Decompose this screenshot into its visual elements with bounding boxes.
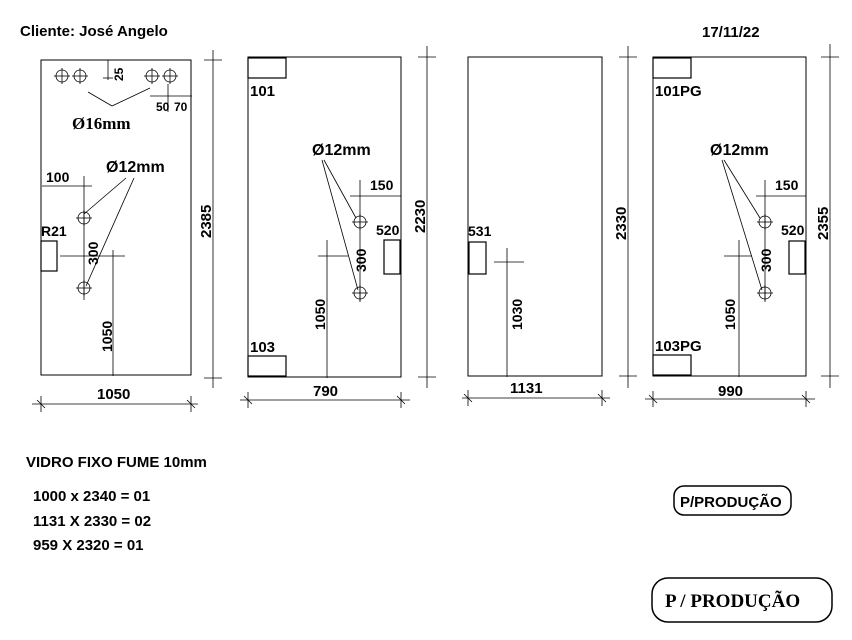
panel-4-bottom-hinge-label: 103PG [655,338,702,355]
notes-line-2: 1131 X 2330 = 02 [33,513,151,530]
panel-3-total-height: 2330 [613,207,630,240]
production-stamp-large: P / PRODUÇÃO [651,577,833,623]
panel-1-top-holes [54,60,192,112]
panel-1-offset-a: 50 [156,100,170,114]
panel-1-hole-spacing-vertical: 300 [85,241,101,265]
panel-2-height-dimension: 1050 [312,299,328,330]
panel-4-height-dimension: 1050 [722,299,738,330]
panel-3-width: 1131 [510,380,543,397]
panel-4-bottom-hinge-cutout [652,354,692,376]
panel-2-outline [247,56,402,378]
panel-4-lock-label: 520 [781,222,805,238]
panel-3-lock-label: 531 [468,223,492,239]
notes-line-3: 959 X 2320 = 01 [33,537,144,554]
panel-4-lock-cutout [788,240,806,275]
panel-1-outline [40,59,192,376]
production-stamp-small-text: P/PRODUÇÃO [680,493,782,511]
panel-4: 101PG 103PG Ø12mm 150 300 520 1050 990 2… [645,44,839,407]
panel-1-total-height: 2385 [198,205,215,238]
panel-4-hole-spacing-vertical: 300 [758,248,774,272]
panel-4-edge-distance: 150 [775,177,799,193]
notes-line-1: 1000 x 2340 = 01 [33,488,150,505]
panel-2-hole-spacing-vertical: 300 [353,248,369,272]
panel-2-top-hinge-label: 101 [250,83,275,100]
panel-1-lock-cutout [40,240,58,272]
drawing-date: 17/11/22 [702,24,760,41]
panel-1-hole-spacing: 25 [112,67,126,81]
panel-1-small-hole-label: Ø12mm [106,159,165,176]
panel-2-lock-cutout [383,239,401,275]
panel-2-hole-label: Ø12mm [312,142,371,159]
panel-2: 101 103 Ø12mm 150 300 520 1050 790 2230 [240,46,436,408]
panel-2-total-height: 2230 [412,200,429,233]
panel-4-top-hinge-cutout [652,57,692,79]
panel-3-height-dimension: 1030 [509,299,525,330]
panel-2-bottom-hinge-cutout [247,355,287,377]
production-stamp-small: P/PRODUÇÃO [673,485,792,516]
panel-1-glass-holes [42,176,125,376]
panel-1-offset-b: 70 [174,100,188,114]
panel-4-total-height: 2355 [815,207,832,240]
panel-3: 531 1030 1131 2330 [462,46,637,406]
panel-3-lock-cutout [468,241,487,275]
production-stamp-large-text: P / PRODUÇÃO [665,590,800,612]
panel-3-outline [467,56,603,377]
panel-1: 25 50 70 Ø16mm Ø12mm 100 300 R21 1050 [32,50,222,412]
panel-2-width: 790 [313,383,338,400]
client-name: Cliente: José Angelo [20,23,168,40]
panel-4-top-hinge-label: 101PG [655,83,702,100]
panel-1-big-hole-label: Ø16mm [72,114,131,133]
panel-1-edge-distance: 100 [46,169,70,185]
notes-heading: VIDRO FIXO FUME 10mm [26,454,207,471]
panel-2-bottom-hinge-label: 103 [250,339,275,356]
panel-1-lock-label: R21 [41,223,67,239]
panel-1-width: 1050 [97,386,130,403]
panel-4-glass-holes [724,180,806,377]
panel-2-top-hinge-cutout [247,57,287,79]
panel-4-outline [652,56,807,377]
panel-2-glass-holes [318,180,401,378]
panel-2-edge-distance: 150 [370,177,394,193]
panel-1-height-dimension: 1050 [99,321,115,352]
panel-4-hole-label: Ø12mm [710,142,769,159]
panel-2-lock-label: 520 [376,222,400,238]
panel-4-width: 990 [718,383,743,400]
